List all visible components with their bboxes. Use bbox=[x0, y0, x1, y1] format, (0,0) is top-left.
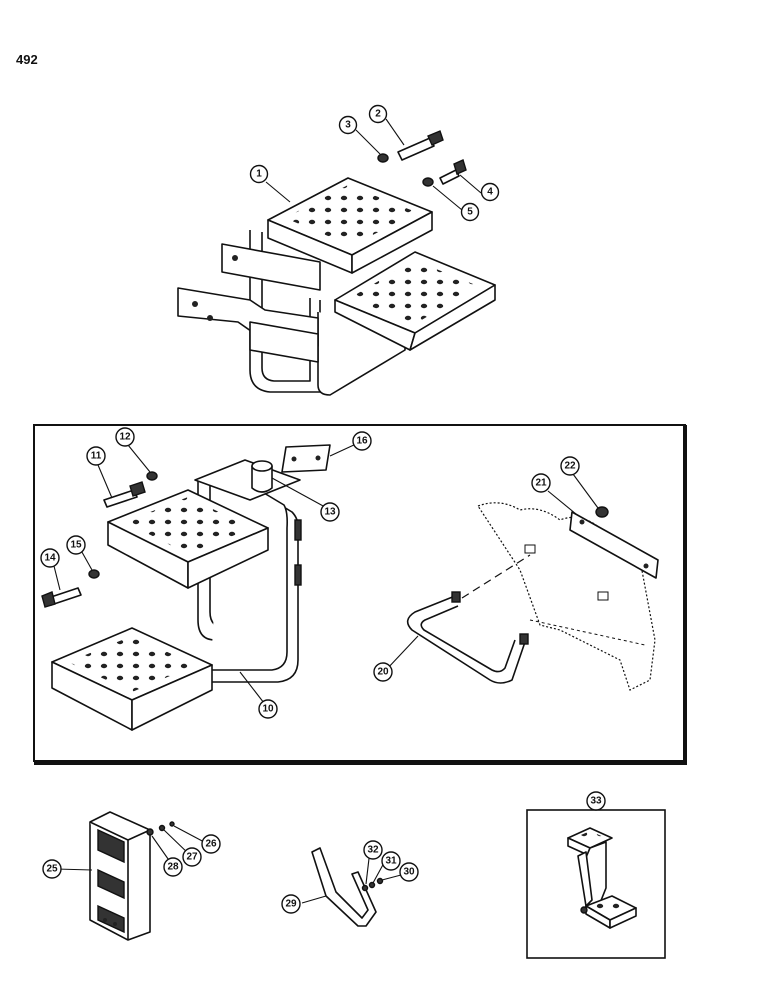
svg-text:11: 11 bbox=[91, 451, 102, 462]
svg-text:3: 3 bbox=[345, 120, 351, 131]
callout-21: 21 bbox=[531, 473, 551, 493]
callout-14: 14 bbox=[40, 548, 60, 568]
svg-text:27: 27 bbox=[186, 852, 198, 863]
callout-3: 3 bbox=[338, 115, 358, 135]
svg-text:25: 25 bbox=[46, 864, 58, 875]
svg-text:29: 29 bbox=[285, 899, 297, 910]
callout-22: 22 bbox=[560, 456, 580, 476]
callout-31: 31 bbox=[381, 851, 401, 871]
svg-text:21: 21 bbox=[535, 478, 547, 489]
callout-16: 16 bbox=[352, 431, 372, 451]
leader-lines bbox=[51, 118, 599, 904]
svg-text:22: 22 bbox=[564, 461, 576, 472]
callout-33: 33 bbox=[586, 791, 606, 811]
svg-text:28: 28 bbox=[167, 862, 179, 873]
step-assembly-10 bbox=[41, 444, 331, 731]
callout-32: 32 bbox=[363, 840, 383, 860]
callout-2: 2 bbox=[368, 104, 388, 124]
bracket-29 bbox=[311, 847, 384, 927]
svg-text:30: 30 bbox=[403, 867, 415, 878]
svg-text:14: 14 bbox=[44, 553, 56, 564]
callout-1: 1 bbox=[249, 164, 269, 184]
step-assembly-top bbox=[177, 130, 496, 396]
callout-25: 25 bbox=[42, 859, 62, 879]
callout-26: 26 bbox=[201, 834, 221, 854]
callout-12: 12 bbox=[115, 427, 135, 447]
svg-text:32: 32 bbox=[367, 845, 379, 856]
page-number: 492 bbox=[16, 52, 38, 67]
callout-29: 29 bbox=[281, 894, 301, 914]
callout-4: 4 bbox=[480, 182, 500, 202]
callout-20: 20 bbox=[373, 662, 393, 682]
callout-10: 10 bbox=[258, 699, 278, 719]
svg-text:13: 13 bbox=[324, 507, 336, 518]
svg-text:20: 20 bbox=[377, 667, 389, 678]
callout-30: 30 bbox=[399, 862, 419, 882]
svg-text:5: 5 bbox=[467, 207, 473, 218]
step-33-box bbox=[526, 809, 666, 959]
callout-13: 13 bbox=[320, 502, 340, 522]
svg-text:10: 10 bbox=[262, 704, 274, 715]
svg-text:31: 31 bbox=[385, 856, 397, 867]
svg-text:33: 33 bbox=[590, 796, 602, 807]
svg-text:12: 12 bbox=[119, 432, 131, 443]
svg-text:1: 1 bbox=[256, 169, 262, 180]
callout-27: 27 bbox=[182, 847, 202, 867]
handrail-assembly bbox=[406, 502, 659, 691]
callout-5: 5 bbox=[460, 202, 480, 222]
callout-11: 11 bbox=[86, 446, 106, 466]
svg-text:4: 4 bbox=[487, 187, 493, 198]
callout-28: 28 bbox=[163, 857, 183, 877]
svg-text:26: 26 bbox=[205, 839, 217, 850]
svg-text:15: 15 bbox=[70, 540, 82, 551]
svg-text:16: 16 bbox=[356, 436, 368, 447]
svg-text:2: 2 bbox=[375, 109, 381, 120]
boxed-frame bbox=[33, 424, 687, 765]
ladder-step-25 bbox=[89, 811, 175, 941]
callout-15: 15 bbox=[66, 535, 86, 555]
